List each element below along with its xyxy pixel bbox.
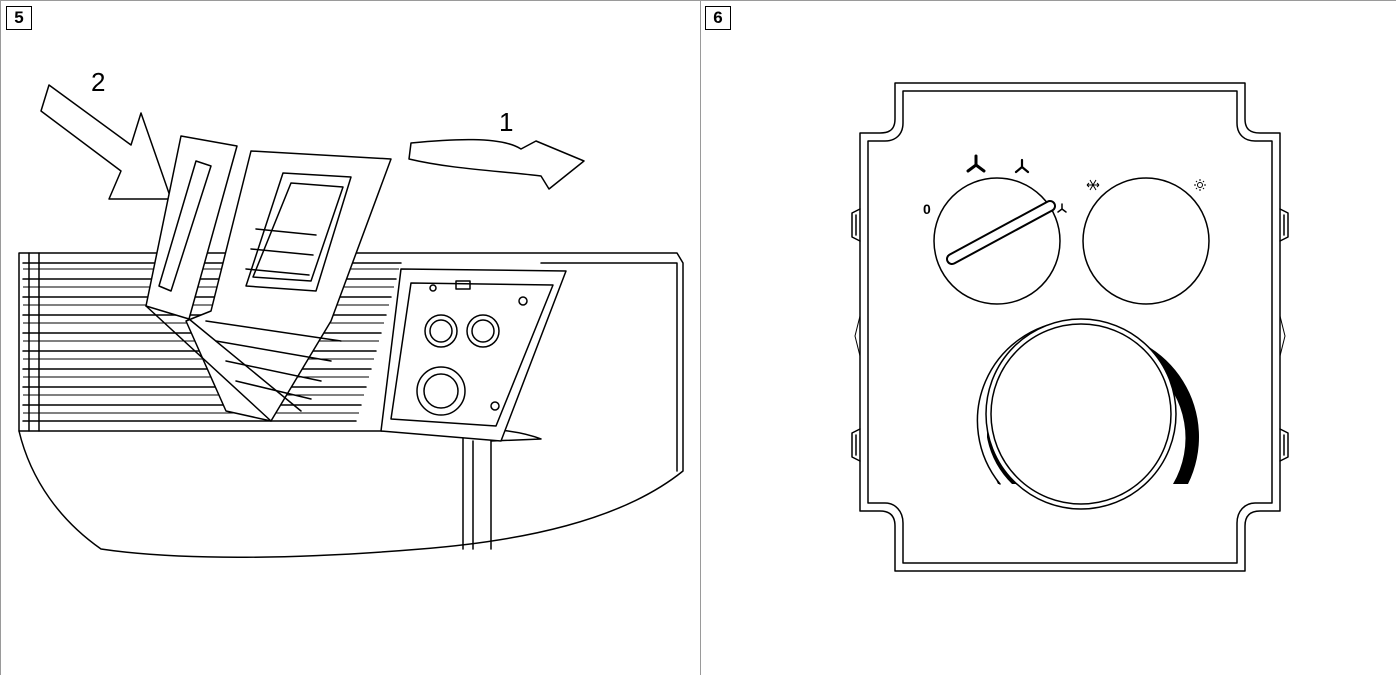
step-number-badge: 6: [705, 6, 731, 30]
fan-icon: [1014, 158, 1030, 174]
sun-icon: [1194, 179, 1206, 191]
faceplate: [859, 82, 1281, 572]
fan-speed-knob: [933, 177, 1061, 305]
mode-knob: [1082, 177, 1210, 305]
panel-step-6: 6 0: [700, 0, 1396, 675]
step-number-badge: 5: [6, 6, 32, 30]
fan-off-label: 0: [923, 201, 931, 217]
snowflake-icon: [1086, 179, 1100, 191]
callout-2: 2: [91, 67, 105, 97]
control-panel-diagram: 0: [851, 82, 1289, 572]
unit-housing: [18, 252, 684, 558]
control-panel-housing: [380, 268, 567, 442]
front-grille-frame: [145, 135, 392, 422]
callout-1: 1: [499, 107, 513, 137]
thermostat-knob: [976, 318, 1199, 510]
fan-icon: [1057, 203, 1067, 213]
installation-illustration: 2 1: [18, 67, 684, 558]
panel-step-5: 5 2 1: [0, 0, 701, 675]
fan-icon: [966, 154, 986, 173]
push-arrow: [40, 84, 172, 200]
rotate-arrow: [408, 138, 585, 190]
mounting-clips: [851, 208, 1289, 462]
